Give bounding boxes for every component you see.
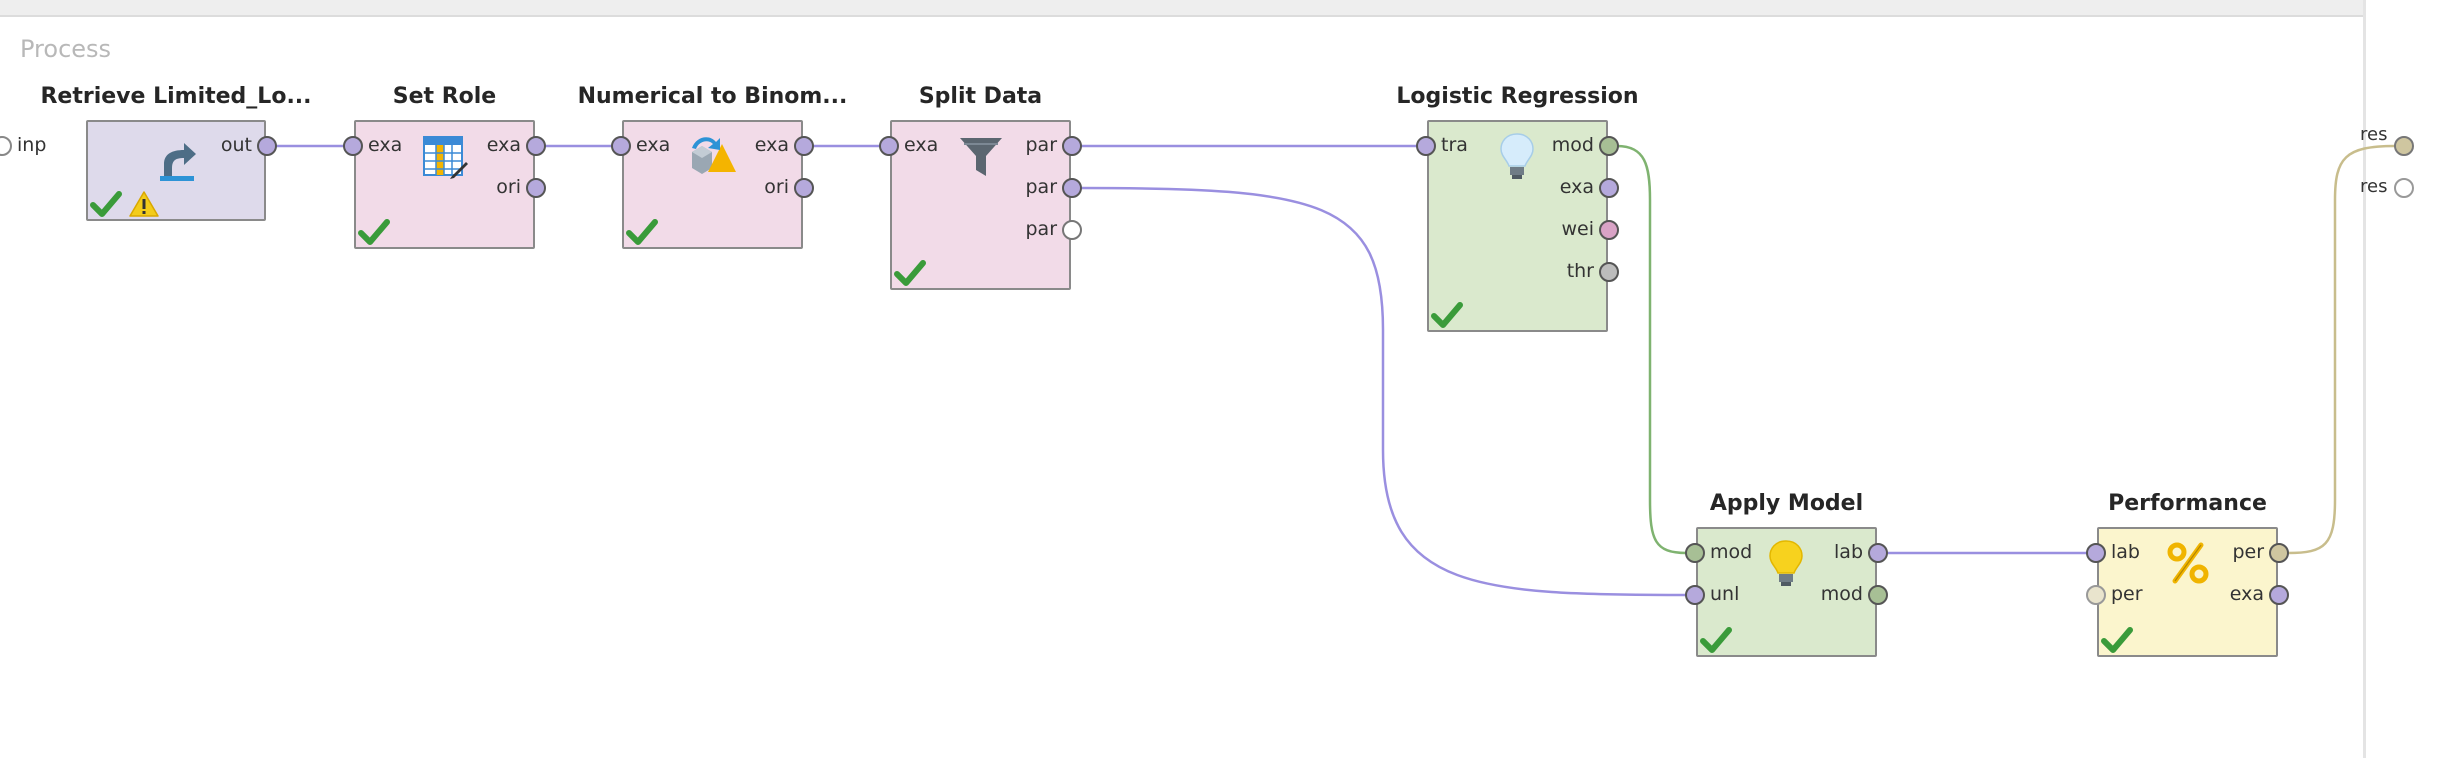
port-label-out-mod: mod <box>1551 134 1594 156</box>
port-out-mod[interactable] <box>1599 136 1619 156</box>
process-output-port-2[interactable] <box>2394 178 2414 198</box>
operator-name: Performance <box>2108 491 2267 516</box>
process-input-port[interactable] <box>0 136 12 156</box>
port-label-out-exa: exa <box>486 134 521 156</box>
process-output-label-1: res <box>2360 124 2388 145</box>
port-label-out-mod: mod <box>1820 583 1863 605</box>
panel-right-border <box>2363 0 2366 758</box>
lightbulb-icon <box>1769 540 1803 586</box>
port-label-out-ori: ori <box>764 176 789 198</box>
port-label-out-par-1: par <box>1025 134 1057 156</box>
filter-icon <box>960 138 1002 176</box>
operator-name: Logistic Regression <box>1396 84 1639 109</box>
operator-performance[interactable]: Performance lab per per exa <box>2086 491 2289 657</box>
port-out-wei[interactable] <box>1599 220 1619 240</box>
lightbulb-icon <box>1500 133 1534 179</box>
port-label-out-par-2: par <box>1025 176 1057 198</box>
check-icon <box>1431 302 1463 328</box>
operator-numerical-to-binominal[interactable]: Numerical to Binom... exa exa ori <box>578 84 847 249</box>
port-in-exa[interactable] <box>611 136 631 156</box>
port-in-exa[interactable] <box>343 136 363 156</box>
operator-split-data[interactable]: Split Data exa par par par <box>879 84 1082 290</box>
port-out-par-1[interactable] <box>1062 136 1082 156</box>
port-in-mod[interactable] <box>1685 543 1705 563</box>
port-label-out: out <box>220 134 252 156</box>
port-label-out-wei: wei <box>1561 218 1594 240</box>
operator-set-role[interactable]: Set Role exa exa ori <box>343 84 546 249</box>
port-out-ori[interactable] <box>794 178 814 198</box>
wire-perf-to-result[interactable] <box>2287 144 2396 555</box>
table-edit-icon <box>423 136 468 179</box>
wire-split-to-apply-unl[interactable] <box>1079 186 1687 597</box>
port-label-in-lab: lab <box>2111 541 2140 563</box>
port-out-exa[interactable] <box>526 136 546 156</box>
port-label-out-lab: lab <box>1834 541 1863 563</box>
port-label-in-mod: mod <box>1710 541 1753 563</box>
wire-logreg-to-apply-mod[interactable] <box>1616 144 1687 555</box>
shape-convert-icon <box>692 137 736 174</box>
port-out-thr[interactable] <box>1599 262 1619 282</box>
operator-retrieve[interactable]: Retrieve Limited_Lo... out <box>40 84 312 221</box>
port-out-exa[interactable] <box>2269 585 2289 605</box>
panel-top-bar <box>0 0 2365 17</box>
port-out-per[interactable] <box>2269 543 2289 563</box>
port-label-in-exa: exa <box>636 134 671 156</box>
port-out-lab[interactable] <box>1868 543 1888 563</box>
check-icon <box>358 219 390 245</box>
check-icon <box>2101 627 2133 653</box>
port-out-mod[interactable] <box>1868 585 1888 605</box>
port-out[interactable] <box>257 136 277 156</box>
process-output-port-1[interactable] <box>2394 136 2414 156</box>
process-input-label: inp <box>17 134 47 156</box>
port-label-out-thr: thr <box>1566 260 1594 282</box>
port-out-ori[interactable] <box>526 178 546 198</box>
port-label-out-exa: exa <box>754 134 789 156</box>
percent-icon <box>2167 542 2209 584</box>
port-out-exa[interactable] <box>794 136 814 156</box>
port-label-in-exa: exa <box>904 134 939 156</box>
port-label-out-per: per <box>2232 541 2264 563</box>
warning-icon <box>129 191 159 217</box>
port-label-out-exa: exa <box>1559 176 1594 198</box>
port-out-par-3[interactable] <box>1062 220 1082 240</box>
port-label-in-unl: unl <box>1710 583 1740 605</box>
operator-name: Set Role <box>392 84 497 109</box>
port-label-out-ori: ori <box>496 176 521 198</box>
port-label-out-exa: exa <box>2229 583 2264 605</box>
check-icon <box>626 219 658 245</box>
port-in-exa[interactable] <box>879 136 899 156</box>
retrieve-icon <box>160 143 196 181</box>
operator-name: Split Data <box>918 84 1043 109</box>
port-out-par-2[interactable] <box>1062 178 1082 198</box>
port-label-in-per: per <box>2111 583 2143 605</box>
port-out-exa[interactable] <box>1599 178 1619 198</box>
port-in-tra[interactable] <box>1416 136 1436 156</box>
check-icon <box>894 260 926 286</box>
port-in-lab[interactable] <box>2086 543 2106 563</box>
port-in-per[interactable] <box>2086 585 2106 605</box>
port-in-unl[interactable] <box>1685 585 1705 605</box>
port-label-out-par-3: par <box>1025 218 1057 240</box>
process-output-label-2: res <box>2360 176 2388 197</box>
operator-name: Retrieve Limited_Lo... <box>40 84 312 109</box>
process-title: Process <box>20 35 112 63</box>
operator-name: Numerical to Binom... <box>577 84 848 109</box>
operator-apply-model[interactable]: Apply Model mod unl lab mod <box>1685 491 1888 657</box>
check-icon <box>1700 627 1732 653</box>
port-label-in-tra: tra <box>1441 134 1468 156</box>
operator-logistic-regression[interactable]: Logistic Regression tra mod exa wei thr <box>1396 84 1639 332</box>
operator-name: Apply Model <box>1709 491 1864 516</box>
check-icon <box>90 191 122 217</box>
port-label-in-exa: exa <box>368 134 403 156</box>
operator-body[interactable] <box>86 120 266 221</box>
